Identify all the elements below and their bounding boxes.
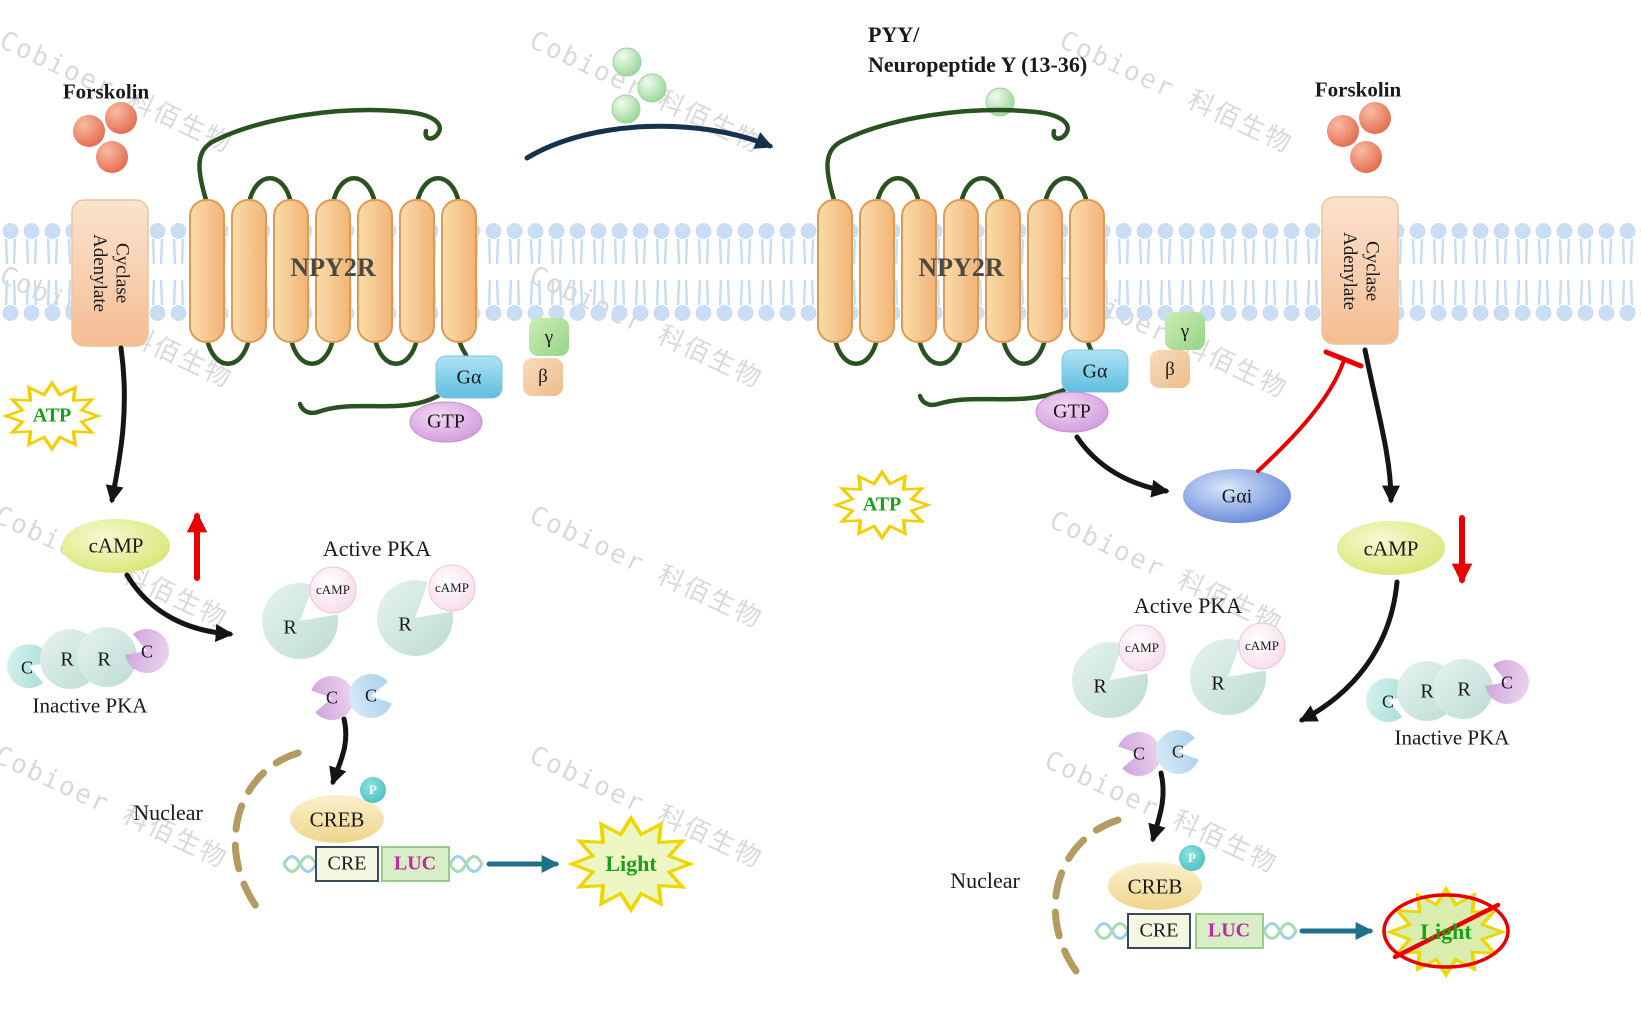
g-alpha-left	[435, 355, 503, 399]
adenylate-cyclase-label-right: Adenylate Cyclase	[1339, 231, 1383, 311]
ligand-molecules	[611, 47, 667, 124]
camp-right	[1337, 521, 1445, 575]
active-pka-label-right: Active PKA	[1133, 593, 1243, 618]
phospho-right	[1179, 845, 1205, 871]
signal-arrows	[105, 345, 1400, 843]
ligand-label-line1: PYY/	[868, 22, 920, 47]
c-label: C	[364, 685, 378, 706]
camp-small-label: cAMP	[316, 582, 350, 597]
c-label: C	[1171, 741, 1185, 762]
released-c-subunits-left	[301, 665, 402, 729]
c-label: C	[1132, 743, 1146, 764]
beta-subunit-left	[523, 358, 563, 396]
nuclear-membrane-left	[231, 749, 302, 910]
adenylate-cyclase-right	[1321, 196, 1399, 345]
creb-label-right: CREB	[1127, 874, 1183, 899]
cre-box-left	[315, 846, 379, 882]
nuclear-membrane-right	[1051, 816, 1122, 975]
light-label-right: Light	[1420, 919, 1472, 944]
inactive-pka-label-right: Inactive PKA	[1394, 725, 1510, 750]
r-label: R	[283, 616, 297, 639]
inactive-pka-left	[0, 620, 178, 697]
r-label: R	[60, 648, 74, 671]
forskolin-molecules-right	[1327, 102, 1391, 173]
camp-left	[62, 519, 170, 573]
dna-left	[282, 855, 484, 873]
gamma-subunit-right	[1165, 312, 1205, 350]
receptor-label-right: NPY2R	[918, 253, 1004, 282]
beta-subunit-right	[1150, 350, 1190, 388]
receptor-loops-left	[197, 107, 470, 416]
luc-box-left	[381, 846, 450, 882]
g-alpha-right	[1061, 349, 1129, 393]
cre-label-left: CRE	[327, 852, 367, 875]
gtp-label-left: GTP	[427, 410, 465, 433]
luc-label-left: LUC	[393, 852, 437, 875]
c-label: C	[20, 657, 34, 678]
dna-right	[1094, 922, 1298, 940]
active-pka-left	[261, 564, 476, 659]
gtp-left	[409, 401, 483, 443]
r-label: R	[1420, 680, 1434, 703]
gamma-subunit-left	[529, 318, 569, 356]
g-alpha-i	[1183, 469, 1291, 523]
active-pka-label-left: Active PKA	[322, 536, 432, 561]
gamma-label-left: γ	[544, 327, 554, 348]
beta-label-left: β	[538, 366, 548, 387]
phospho-left	[360, 777, 386, 803]
adenylate-cyclase-left	[71, 199, 149, 347]
inactive-pka-right	[1357, 651, 1538, 731]
luc-label-right: LUC	[1207, 919, 1251, 942]
cre-box-right	[1127, 913, 1191, 949]
atp-label-left: ATP	[32, 404, 72, 427]
c-label: C	[1500, 672, 1514, 693]
creb-right	[1108, 862, 1202, 910]
phospho-label-right: P	[1188, 850, 1196, 865]
inactive-pka-label-left: Inactive PKA	[32, 693, 148, 718]
camp-label-right: cAMP	[1363, 536, 1419, 561]
forskolin-label-right: Forskolin	[1314, 77, 1402, 102]
receptor-label-left: NPY2R	[290, 253, 376, 282]
creb-label-left: CREB	[309, 807, 365, 832]
active-pka-right	[1071, 622, 1286, 718]
camp-small-label: cAMP	[435, 580, 469, 595]
atp-label-right: ATP	[862, 493, 902, 516]
beta-label-right: β	[1165, 359, 1175, 380]
gamma-label-right: γ	[1180, 321, 1190, 342]
luc-box-right	[1195, 913, 1264, 949]
cre-label-right: CRE	[1139, 919, 1179, 942]
no-light-sign	[1382, 893, 1510, 969]
inhibition-line	[1256, 349, 1364, 473]
g-alpha-label-left: Gα	[456, 366, 482, 389]
forskolin-molecules-left	[73, 102, 137, 173]
adenylate-cyclase-label-left: Adenylate Cyclase	[89, 233, 133, 313]
c-label: C	[1381, 691, 1395, 712]
gtp-label-right: GTP	[1053, 400, 1091, 423]
forskolin-label-left: Forskolin	[62, 79, 150, 104]
r-label: R	[1457, 678, 1471, 701]
nuclear-label-right: Nuclear	[950, 868, 1020, 893]
camp-small-label: cAMP	[1125, 640, 1159, 655]
camp-small-label: cAMP	[1245, 638, 1279, 653]
c-label: C	[325, 687, 339, 708]
nuclear-label-left: Nuclear	[133, 800, 203, 825]
ligand-label-line2: Neuropeptide Y (13-36)	[868, 52, 1088, 77]
light-label-left: Light	[605, 851, 657, 876]
r-label: R	[1093, 675, 1107, 698]
r-label: R	[1211, 672, 1225, 695]
r-label: R	[398, 613, 412, 636]
gtp-right	[1035, 391, 1109, 433]
r-label: R	[97, 648, 111, 671]
camp-label-left: cAMP	[88, 533, 144, 558]
receptor-helices-right	[817, 199, 1105, 343]
phospho-label-left: P	[369, 782, 377, 797]
creb-left	[290, 795, 384, 843]
released-c-subunits-right	[1108, 721, 1209, 785]
g-alpha-i-label: Gαi	[1221, 485, 1253, 508]
receptor-helices-left	[189, 199, 477, 343]
g-alpha-label-right: Gα	[1082, 360, 1108, 383]
c-label: C	[140, 641, 154, 662]
ligand-binding-arrow	[524, 123, 774, 161]
